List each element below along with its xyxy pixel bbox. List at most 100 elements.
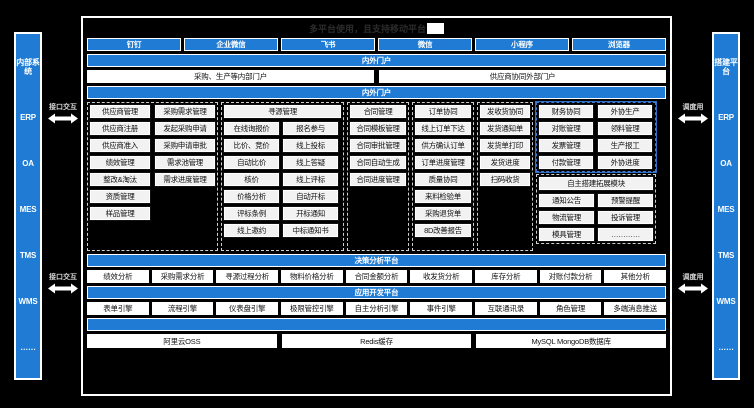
module-cell[interactable]: 供应商注册 [89, 121, 151, 136]
module-cell[interactable]: 线上评标 [282, 172, 339, 187]
decision-item[interactable]: 对账付款分析 [539, 270, 602, 283]
infra-item-redis[interactable]: Redis缓存 [281, 334, 472, 348]
module-cell[interactable]: 资质管理 [89, 189, 151, 204]
module-cell[interactable]: 生产报工 [597, 138, 653, 153]
module-cell[interactable]: 对账管理 [538, 121, 594, 136]
module-cell[interactable]: 比价、竞价 [223, 138, 280, 153]
module-cell[interactable]: 来料检验单 [414, 189, 472, 204]
portal-internal[interactable]: 采购、生产等内部门户 [87, 70, 374, 83]
dev-item[interactable]: 自主分析引擎 [345, 302, 408, 315]
portal-external[interactable]: 供应商协同外部门户 [379, 70, 666, 83]
module-cell[interactable]: 预警提醒 [597, 193, 654, 208]
decision-item[interactable]: 收发货分析 [410, 270, 473, 283]
module-cell[interactable]: 整改&淘汰 [89, 172, 151, 187]
decision-platform-header: 决策分析平台 [87, 254, 666, 267]
dev-item[interactable]: 仪表盘引擎 [216, 302, 279, 315]
module-cell[interactable]: 扫码收货 [479, 172, 531, 187]
dev-item[interactable]: 互联通讯录 [475, 302, 537, 315]
module-cell[interactable]: ………… [597, 227, 654, 242]
finance-column: 财务协同 对账管理 发票管理 付款管理 [538, 104, 594, 170]
module-cell-empty [349, 206, 407, 221]
module-cell[interactable]: 领料管理 [597, 121, 653, 136]
dev-item[interactable]: 表单引擎 [87, 302, 149, 315]
module-cell[interactable]: 样品管理 [89, 206, 151, 221]
client-chip-dingtalk[interactable]: 钉钉 [87, 38, 181, 51]
dev-item[interactable]: 角色管理 [539, 302, 602, 315]
module-cell[interactable]: 合同审批管理 [349, 138, 407, 153]
infra-item-oss[interactable]: 阿里云OSS [87, 334, 277, 348]
module-cell[interactable]: 订单协同 [414, 104, 472, 119]
client-chip-browser[interactable]: 浏览器 [572, 38, 666, 51]
extension-column-a: 通知公告 物流管理 模具管理 [538, 193, 595, 242]
module-cell[interactable]: 合同模板管理 [349, 121, 407, 136]
module-cell[interactable]: 合同管理 [349, 104, 407, 119]
dev-item[interactable]: 流程引擎 [151, 302, 214, 315]
extension-header[interactable]: 自主搭建拓展模块 [538, 176, 654, 191]
client-chip-miniprogram[interactable]: 小程序 [475, 38, 569, 51]
module-cell[interactable]: 线上投标 [282, 138, 339, 153]
module-cell[interactable]: 供应商管理 [89, 104, 151, 119]
module-cell[interactable]: 订单进度管理 [414, 155, 472, 170]
client-chip-feishu[interactable]: 飞书 [281, 38, 375, 51]
module-cell[interactable]: 线上答疑 [282, 155, 339, 170]
module-cell[interactable]: 采购需求管理 [154, 104, 216, 119]
left-rail-item-6: …… [20, 343, 36, 353]
module-cell[interactable]: 核价 [223, 172, 280, 187]
module-cell[interactable]: 在线询报价 [223, 121, 280, 136]
connector-left-top: 接口交互 [46, 104, 80, 124]
module-cell[interactable]: 财务协同 [538, 104, 594, 119]
module-cell[interactable]: 发起采购申请 [154, 121, 216, 136]
module-cell[interactable]: 评标条例 [223, 206, 280, 221]
module-cell[interactable]: 发收货协同 [479, 104, 531, 119]
module-cell[interactable]: 采购退货单 [414, 206, 472, 221]
module-cell[interactable]: 外协进度 [597, 155, 653, 170]
module-cell[interactable]: 投诉管理 [597, 210, 654, 225]
module-cell[interactable]: 供方确认订单 [414, 138, 472, 153]
module-cell[interactable]: 自动开标 [282, 189, 339, 204]
module-cell[interactable]: 发货单打印 [479, 138, 531, 153]
module-cell[interactable]: 供应商准入 [89, 138, 151, 153]
module-cell[interactable]: 线上订单下达 [414, 121, 472, 136]
decision-item[interactable]: 绩效分析 [87, 270, 149, 283]
module-cell[interactable]: 需求池管理 [154, 155, 216, 170]
decision-item[interactable]: 库存分析 [475, 270, 537, 283]
order-column: 订单协同 线上订单下达 供方确认订单 订单进度管理 质量协同 来料检验单 采购退… [414, 104, 472, 249]
module-cell[interactable]: 绩效管理 [89, 155, 151, 170]
module-cell[interactable]: 物流管理 [538, 210, 595, 225]
client-channels-row: 钉钉 企业微信 飞书 微信 小程序 浏览器 [87, 38, 666, 51]
decision-item[interactable]: 其他分析 [604, 270, 667, 283]
module-cell[interactable]: 质量协同 [414, 172, 472, 187]
module-cell[interactable]: 需求进度管理 [154, 172, 216, 187]
decision-item[interactable]: 物料价格分析 [281, 270, 343, 283]
dev-item[interactable]: 事件引擎 [410, 302, 473, 315]
module-cell[interactable]: 价格分析 [223, 189, 280, 204]
client-chip-wechat[interactable]: 微信 [378, 38, 472, 51]
module-cell[interactable]: 采购申请审批 [154, 138, 216, 153]
decision-item[interactable]: 采购需求分析 [151, 270, 214, 283]
decision-item[interactable]: 合同金额分析 [345, 270, 408, 283]
decision-item[interactable]: 寻源过程分析 [216, 270, 279, 283]
module-cell[interactable]: 自动比价 [223, 155, 280, 170]
module-cell[interactable]: 付款管理 [538, 155, 594, 170]
infra-item-database[interactable]: MySQL MongoDB数据库 [476, 334, 667, 348]
right-rail-item-0: 搭建平台 [714, 57, 738, 76]
module-cell[interactable]: 合同自动生成 [349, 155, 407, 170]
module-cell[interactable]: 8D改善报告 [414, 223, 472, 238]
client-chip-wecom[interactable]: 企业微信 [184, 38, 278, 51]
finance-outsourcing-group[interactable]: 财务协同 对账管理 发票管理 付款管理 外协生产 领料管理 生产报工 外协进度 [536, 102, 656, 172]
right-rail-item-3: MES [717, 204, 735, 214]
module-cell[interactable]: 开标通知 [282, 206, 339, 221]
dev-item[interactable]: 多端消息推送 [604, 302, 667, 315]
module-cell[interactable]: 中标通知书 [282, 223, 339, 238]
dev-item[interactable]: 极限管控引擎 [281, 302, 343, 315]
module-cell[interactable]: 外协生产 [597, 104, 653, 119]
module-cell[interactable]: 线上邀约 [223, 223, 280, 238]
module-cell[interactable]: 发票管理 [538, 138, 594, 153]
module-cell[interactable]: 发货通知单 [479, 121, 531, 136]
module-cell[interactable]: 发货进度 [479, 155, 531, 170]
module-cell[interactable]: 模具管理 [538, 227, 595, 242]
sourcing-header[interactable]: 寻源管理 [223, 104, 342, 119]
module-cell[interactable]: 合同进度管理 [349, 172, 407, 187]
module-cell[interactable]: 报名参与 [282, 121, 339, 136]
module-cell[interactable]: 通知公告 [538, 193, 595, 208]
